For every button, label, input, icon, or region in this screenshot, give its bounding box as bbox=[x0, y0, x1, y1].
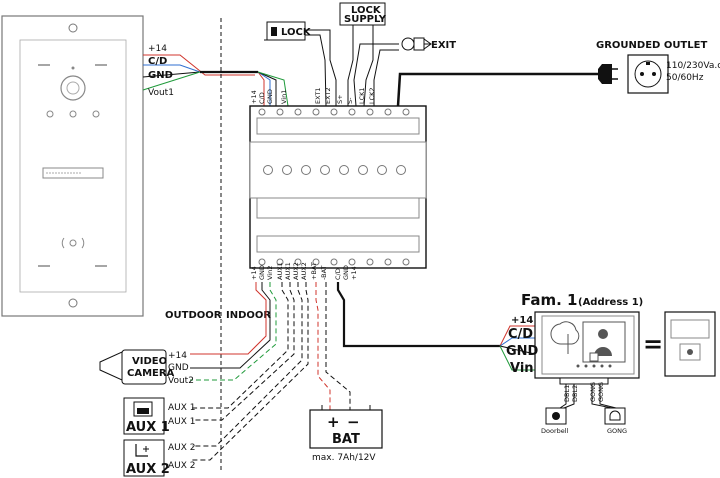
battery-icon bbox=[309, 405, 383, 449]
svg-text:AUX2: AUX2 bbox=[292, 262, 300, 280]
outlet-spec-voltage: 110/230Va.c. bbox=[666, 61, 720, 71]
indoor-monitor bbox=[534, 311, 640, 379]
bottom-wiring bbox=[190, 282, 351, 461]
svg-text:Vin1: Vin1 bbox=[280, 90, 288, 104]
aux1-box bbox=[123, 397, 165, 435]
exit-label: EXIT bbox=[431, 40, 456, 51]
svg-text:S-: S- bbox=[346, 97, 354, 104]
svg-text:S+: S+ bbox=[336, 94, 344, 104]
fam-title: Fam. 1 bbox=[521, 291, 577, 309]
plug-icon bbox=[598, 64, 618, 84]
exit-button-icon bbox=[401, 37, 432, 51]
aux2-label: AUX 2 bbox=[126, 462, 170, 477]
gong-icon bbox=[604, 407, 626, 425]
lock-supply-box bbox=[339, 2, 386, 26]
power-supply-unit bbox=[249, 105, 427, 269]
video-camera-icon bbox=[99, 349, 167, 385]
monitor-bottom-wiring bbox=[559, 377, 617, 409]
outlet-icon bbox=[627, 54, 669, 94]
unit-top-left-terminals: +14 C/D GND Vin1 bbox=[250, 89, 288, 104]
monitor-term-cd: C/D bbox=[508, 327, 533, 342]
led-row bbox=[263, 165, 406, 175]
svg-text:-BAT: -BAT bbox=[320, 265, 328, 280]
aux2-wire-1: AUX 2 bbox=[168, 443, 196, 453]
outdoor-label: OUTDOOR bbox=[165, 310, 222, 321]
monitor-term-gong-2: GONG bbox=[597, 382, 605, 402]
aux2-wire-2: AUX 2 bbox=[168, 461, 196, 471]
monitor-term-gong-1: GONG bbox=[589, 382, 597, 402]
camera-wire-vout2: Vout2 bbox=[168, 376, 194, 386]
panel-wire-vout1: Vout1 bbox=[148, 88, 174, 98]
camera-wire-plus14: +14 bbox=[168, 351, 187, 361]
panel-wiring bbox=[142, 54, 289, 107]
aux1-wire-1: AUX 1 bbox=[168, 403, 196, 413]
svg-text:GND: GND bbox=[342, 265, 350, 280]
battery-plus: + bbox=[327, 413, 340, 431]
monitor-wiring bbox=[336, 282, 536, 371]
svg-text:AUX1: AUX1 bbox=[284, 262, 292, 280]
monitor-term-vin: Vin bbox=[510, 361, 534, 376]
aux1-wire-2: AUX 1 bbox=[168, 417, 196, 427]
power-cable bbox=[396, 72, 598, 107]
monitor-term-dbl2: DBL2 bbox=[571, 385, 579, 402]
svg-text:EXT2: EXT2 bbox=[324, 87, 332, 104]
svg-text:+14: +14 bbox=[250, 266, 258, 280]
svg-text:LCK1: LCK1 bbox=[358, 87, 366, 104]
svg-text:AUX2: AUX2 bbox=[300, 262, 308, 280]
outlet-spec-frequency: 50/60Hz bbox=[666, 73, 704, 83]
outlet-title: GROUNDED OUTLET bbox=[596, 40, 707, 51]
camera-label-1: VIDEO bbox=[132, 356, 167, 367]
lock-supply-label-1: LOCK bbox=[351, 5, 382, 16]
svg-text:GND: GND bbox=[266, 89, 274, 104]
gong-label: GONG bbox=[607, 427, 627, 435]
svg-text:LCK2: LCK2 bbox=[368, 87, 376, 104]
svg-text:+14: +14 bbox=[250, 90, 258, 104]
panel-wire-plus14: +14 bbox=[148, 44, 167, 54]
panel-wire-gnd: GND bbox=[148, 70, 173, 81]
monitor-term-dbl1: DBL1 bbox=[563, 385, 571, 402]
svg-text:C/D: C/D bbox=[334, 268, 342, 280]
monitor-term-plus14: +14 bbox=[511, 315, 533, 326]
battery-minus: − bbox=[347, 413, 360, 431]
svg-text:GND: GND bbox=[258, 265, 266, 280]
aux2-box bbox=[123, 439, 165, 477]
equals-sign: = bbox=[643, 330, 663, 358]
battery-label: BAT bbox=[332, 432, 360, 447]
lock-supply-label-2: SUPPLY bbox=[344, 14, 387, 25]
svg-text:C/D: C/D bbox=[258, 92, 266, 104]
svg-text:+14: +14 bbox=[350, 266, 358, 280]
unit-top-right-terminals: EXT1 EXT2 S+ S- LCK1 LCK2 bbox=[314, 87, 376, 104]
monitor-alt-icon bbox=[664, 311, 716, 377]
svg-text:+BAT: +BAT bbox=[310, 262, 318, 280]
outdoor-panel bbox=[1, 15, 144, 317]
unit-bottom-terminals: +14 GND Vin2 AUX1 AUX1 AUX2 AUX2 +BAT -B… bbox=[250, 262, 358, 280]
battery-spec: max. 7Ah/12V bbox=[312, 453, 376, 463]
monitor-term-gnd: GND bbox=[506, 344, 539, 359]
screw-row-top bbox=[258, 108, 410, 116]
screw-row-bottom bbox=[258, 258, 410, 266]
camera-label-2: CAMERA bbox=[127, 368, 175, 379]
aux1-label: AUX 1 bbox=[126, 420, 170, 435]
lock-wiring bbox=[305, 25, 399, 107]
svg-text:EXT1: EXT1 bbox=[314, 87, 322, 104]
svg-text:Vin2: Vin2 bbox=[266, 266, 274, 280]
lock-label: LOCK bbox=[281, 27, 312, 38]
indoor-label: INDOOR bbox=[226, 310, 271, 321]
fam-address: (Address 1) bbox=[578, 297, 643, 308]
doorbell-label: Doorbell bbox=[541, 427, 569, 435]
svg-text:AUX1: AUX1 bbox=[276, 262, 284, 280]
panel-wire-cd: C/D bbox=[148, 56, 167, 67]
lock-icon bbox=[264, 21, 306, 41]
doorbell-icon bbox=[545, 407, 567, 425]
camera-wire-gnd: GND bbox=[168, 363, 189, 373]
